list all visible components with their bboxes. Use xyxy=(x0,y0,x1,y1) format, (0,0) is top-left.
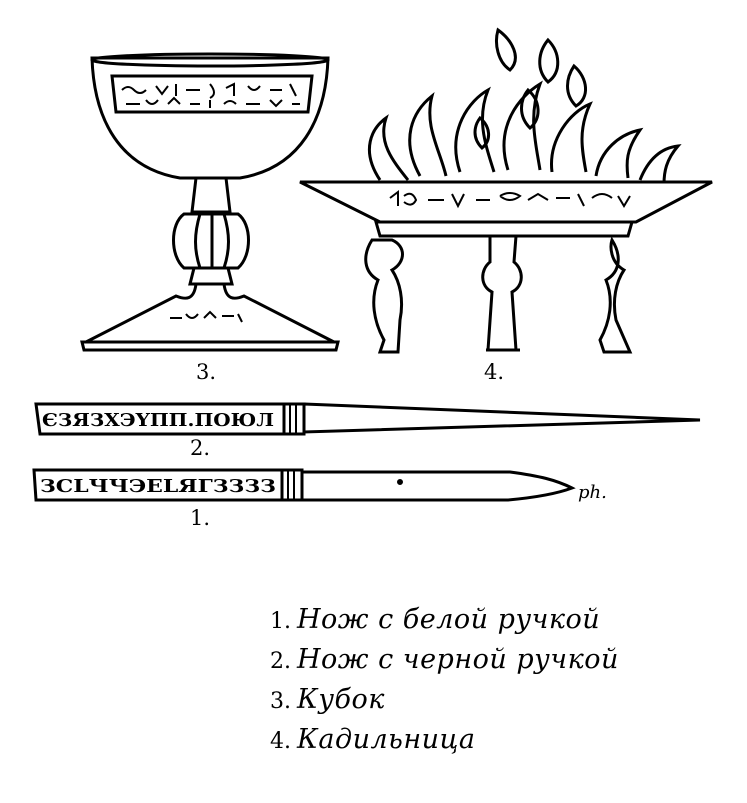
black-handled-knife-drawing xyxy=(34,402,701,436)
censer-drawing xyxy=(299,27,713,354)
legend-number: 1. xyxy=(270,609,291,634)
legend-item-censer: 4. Кадильница xyxy=(270,724,730,764)
ritual-tools-illustration: ЄЗЯЗХЭҮПП.ПОЮЛ ЗCLЧЧЭЕLЯГЗЗЗЗ ph. xyxy=(32,27,713,503)
legend-text: Кубок xyxy=(297,684,385,715)
white-handled-knife-drawing xyxy=(32,468,576,502)
censer-label: 4. xyxy=(484,360,505,384)
chalice-drawing xyxy=(80,52,340,352)
legend-number: 3. xyxy=(270,689,291,714)
legend-number: 4. xyxy=(270,729,291,754)
black-knife-label: 2. xyxy=(190,436,211,460)
legend-text: Кадильница xyxy=(297,724,476,755)
legend-item-chalice: 3. Кубок xyxy=(270,684,730,724)
legend-text: Нож с черной ручкой xyxy=(297,644,619,675)
black-knife-inscription: ЄЗЯЗХЭҮПП.ПОЮЛ xyxy=(42,410,274,431)
white-knife-inscription: ЗCLЧЧЭЕLЯГЗЗЗЗ xyxy=(40,476,276,497)
white-knife-label: 1. xyxy=(190,506,211,530)
artist-signature: ph. xyxy=(578,482,607,503)
legend-item-black-knife: 2. Нож с черной ручкой xyxy=(270,644,730,684)
chalice-label: 3. xyxy=(196,360,217,384)
legend-item-white-knife: 1. Нож с белой ручкой xyxy=(270,604,730,644)
legend-number: 2. xyxy=(270,649,291,674)
legend: 1. Нож с белой ручкой 2. Нож с черной ру… xyxy=(270,604,730,764)
legend-text: Нож с белой ручкой xyxy=(297,604,601,635)
